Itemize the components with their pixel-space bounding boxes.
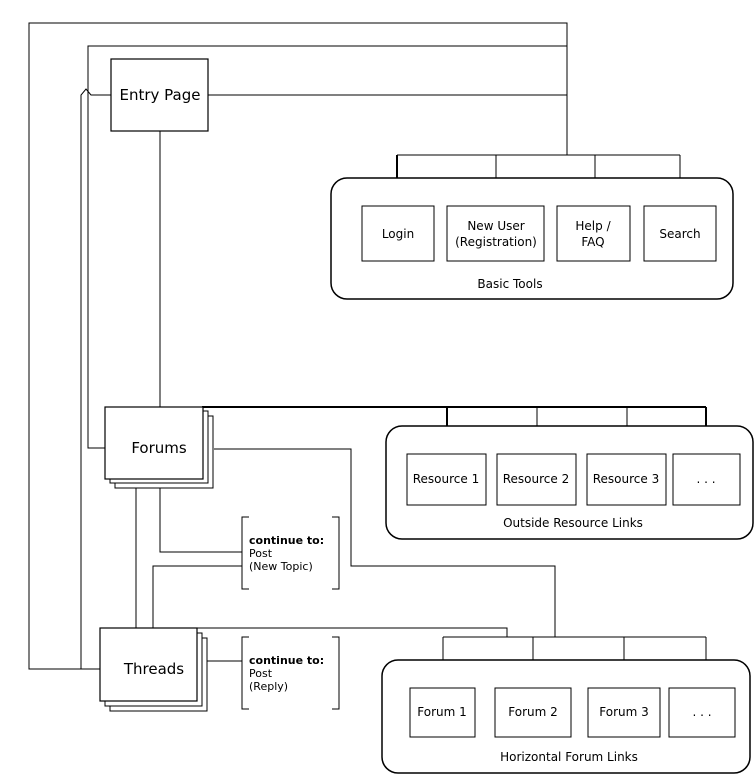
forums-to-forum-links — [214, 448, 556, 637]
login-box: Login — [361, 205, 435, 262]
forum-2-box: Forum 2 — [494, 687, 572, 738]
threads-node: Threads — [99, 627, 208, 712]
threads-note-left-bracket — [241, 636, 249, 710]
outside-resources-group: Resource 1 Resource 2 Resource 3 . . . O… — [385, 425, 754, 540]
entry-page-label: Entry Page — [120, 86, 201, 104]
forums-node: Forums — [104, 406, 214, 489]
resource-3-label: Resource 3 — [593, 472, 659, 486]
note-to-threads — [152, 565, 242, 628]
search-label: Search — [659, 227, 700, 241]
faq-label: FAQ — [581, 235, 604, 249]
forums-note-title: continue to: — [249, 534, 324, 547]
resource-more-box: . . . — [672, 453, 741, 506]
new-user-label: New User — [467, 219, 524, 233]
entry-page-node: Entry Page — [110, 58, 209, 132]
forums-note: continue to: Post (New Topic) — [241, 516, 340, 590]
threads-note: continue to: Post (Reply) — [241, 636, 340, 710]
forum-3-box: Forum 3 — [587, 687, 661, 738]
threads-label: Threads — [123, 660, 184, 678]
forums-label: Forums — [131, 439, 187, 457]
threads-note-title: continue to: — [249, 654, 324, 667]
resource-1-box: Resource 1 — [406, 453, 487, 506]
search-box: Search — [643, 205, 717, 262]
threads-to-entry — [80, 88, 111, 670]
new-user-box: New User (Registration) — [446, 205, 545, 262]
forum-1-box: Forum 1 — [409, 687, 476, 738]
basic-tools-caption: Basic Tools — [477, 277, 542, 291]
resource-more-label: . . . — [696, 472, 715, 486]
forums-note-right-bracket — [332, 516, 340, 590]
forums-to-note — [159, 488, 242, 553]
forum-links-caption: Horizontal Forum Links — [500, 750, 638, 764]
threads-note-line2: (Reply) — [249, 680, 288, 693]
forum-3-label: Forum 3 — [599, 705, 649, 719]
login-label: Login — [382, 227, 414, 241]
help-label: Help / — [575, 219, 611, 233]
outside-resources-caption: Outside Resource Links — [503, 516, 643, 530]
resource-1-label: Resource 1 — [413, 472, 479, 486]
forums-note-line2: (New Topic) — [249, 560, 313, 573]
forum-more-label: . . . — [692, 705, 711, 719]
basic-tools-group: Login New User (Registration) Help / FAQ… — [330, 177, 734, 300]
forums-note-line1: Post — [249, 547, 273, 560]
resource-2-label: Resource 2 — [503, 472, 569, 486]
registration-label: (Registration) — [455, 235, 537, 249]
forums-note-left-bracket — [241, 516, 249, 590]
loop-threads-to-top — [28, 22, 568, 670]
threads-note-right-bracket — [332, 636, 340, 710]
resource-2-box: Resource 2 — [496, 453, 577, 506]
forum-1-label: Forum 1 — [417, 705, 467, 719]
forum-links-group: Forum 1 Forum 2 Forum 3 . . . Horizontal… — [381, 659, 751, 774]
loop-forums-to-top — [87, 45, 567, 449]
forum-more-box: . . . — [668, 687, 736, 738]
resource-3-box: Resource 3 — [586, 453, 667, 506]
forum-2-label: Forum 2 — [508, 705, 558, 719]
threads-to-forum-bus — [197, 627, 508, 637]
help-faq-box: Help / FAQ — [556, 205, 631, 262]
threads-note-line1: Post — [249, 667, 273, 680]
